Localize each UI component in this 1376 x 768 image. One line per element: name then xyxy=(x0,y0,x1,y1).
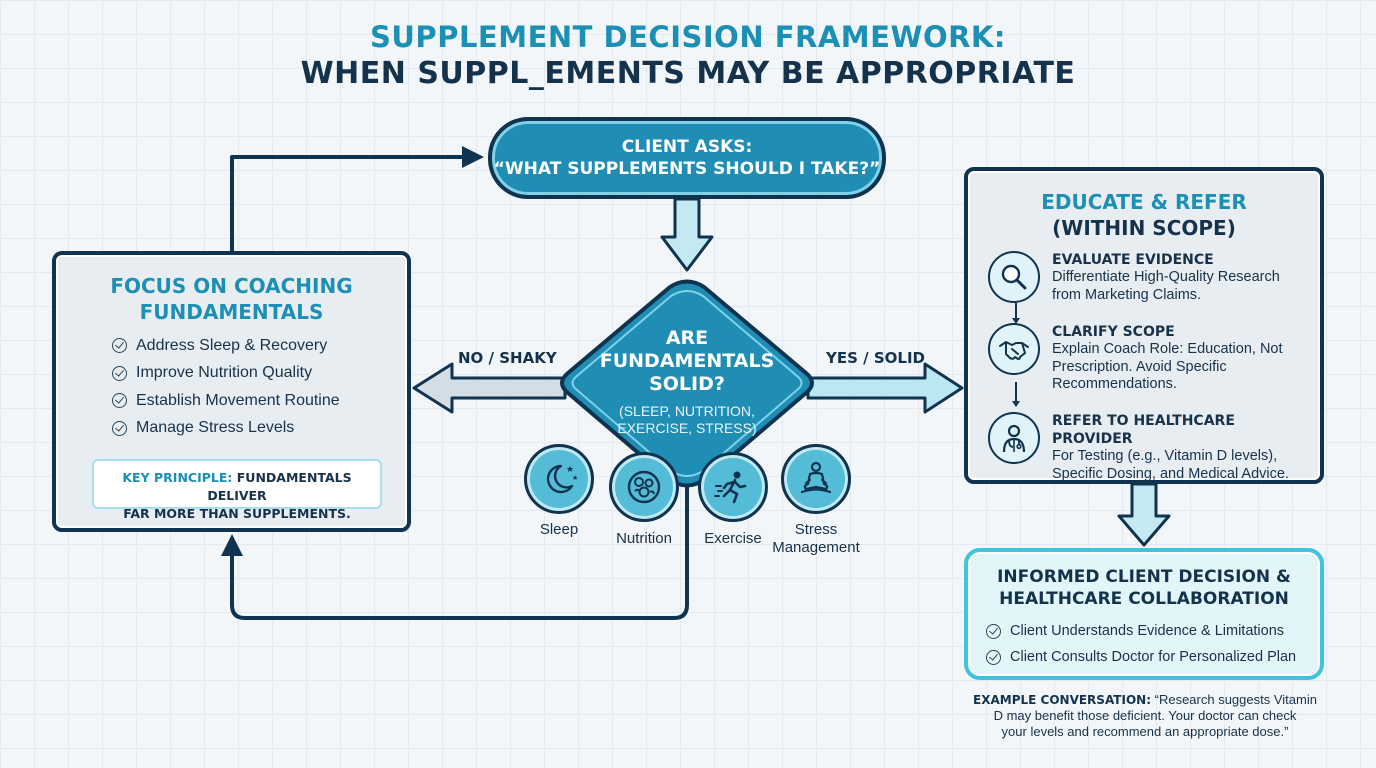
page-subtitle: WHEN SUPPL_EMENTS MAY BE APPROPRIATE xyxy=(300,56,1076,91)
check-circle-icon xyxy=(112,338,127,354)
checklist-item: Establish Movement Routine xyxy=(112,387,340,415)
moon-stars-icon: ★ ★ xyxy=(524,444,594,514)
key-principle-line2: FAR MORE THAN SUPPLEMENTS. xyxy=(123,506,351,521)
coaching-title-line1: FOCUS ON COACHING xyxy=(110,274,353,298)
fundamental-label-stress: Stress Management xyxy=(772,521,860,556)
checklist-item: Client Understands Evidence & Limitation… xyxy=(986,618,1296,644)
step-body-line: Explain Coach Role: Education, Not xyxy=(1052,341,1283,357)
outcome-title: INFORMED CLIENT DECISION & HEALTHCARE CO… xyxy=(968,566,1320,610)
step-refer-provider: REFER TO HEALTHCARE PROVIDER For Testing… xyxy=(988,412,1318,483)
page-title: SUPPLEMENT DECISION FRAMEWORK: xyxy=(370,20,1006,54)
educate-title-line2: (WITHIN SCOPE) xyxy=(1052,216,1236,240)
example-line1: “Research suggests Vitamin xyxy=(1154,692,1317,707)
decision-node-text: ARE FUNDAMENTALS SOLID? (SLEEP, NUTRITIO… xyxy=(580,327,794,437)
step-heading: CLARIFY SCOPE xyxy=(1052,324,1175,340)
handshake-icon xyxy=(988,323,1040,375)
meditation-icon xyxy=(781,444,851,514)
outcome-checklist: Client Understands Evidence & Limitation… xyxy=(986,618,1296,670)
check-circle-icon xyxy=(986,649,1001,665)
example-line3: your levels and recommend an appropriate… xyxy=(1001,724,1289,739)
step-heading: REFER TO HEALTHCARE PROVIDER xyxy=(1052,413,1235,447)
arrow-no-shaky xyxy=(412,362,567,414)
check-circle-icon xyxy=(986,623,1001,639)
loop-arrowhead-bottom xyxy=(221,534,243,556)
loop-arrowhead-top xyxy=(462,146,484,168)
arrow-start-to-decision xyxy=(660,197,714,272)
svg-text:★: ★ xyxy=(572,474,578,482)
example-lead: EXAMPLE CONVERSATION: xyxy=(973,693,1151,707)
check-circle-icon xyxy=(112,365,127,381)
step-body-line: Recommendations. xyxy=(1052,376,1177,392)
educate-title-line1: EDUCATE & REFER xyxy=(1041,190,1247,214)
educate-panel-title: EDUCATE & REFER (WITHIN SCOPE) xyxy=(968,189,1320,241)
arrow-educate-to-outcome xyxy=(1117,482,1171,547)
checklist-item-text: Client Consults Doctor for Personalized … xyxy=(1010,649,1297,665)
coaching-panel-title: FOCUS ON COACHING FUNDAMENTALS xyxy=(56,273,407,325)
decision-detail: (SLEEP, NUTRITION, EXERCISE, STRESS) xyxy=(617,403,757,436)
example-conversation: EXAMPLE CONVERSATION: “Research suggests… xyxy=(962,692,1328,740)
example-line2: D may benefit those deficient. Your doct… xyxy=(993,708,1297,723)
checklist-item: Manage Stress Levels xyxy=(112,415,340,443)
magnifier-icon xyxy=(988,251,1040,303)
branch-label-no: NO / SHAKY xyxy=(458,349,557,367)
checklist-item-text: Client Understands Evidence & Limitation… xyxy=(1010,623,1285,639)
step-text: REFER TO HEALTHCARE PROVIDER For Testing… xyxy=(1052,412,1318,483)
checklist-item-text: Establish Movement Routine xyxy=(136,391,340,409)
step-text: CLARIFY SCOPE Explain Coach Role: Educat… xyxy=(1052,323,1283,394)
step-body-line: Differentiate High-Quality Research xyxy=(1052,269,1280,285)
check-circle-icon xyxy=(112,420,127,436)
step-body-line: Specific Dosing, and Medical Advice. xyxy=(1052,465,1289,482)
key-principle-callout: KEY PRINCIPLE: FUNDAMENTALS DELIVER FAR … xyxy=(92,459,382,521)
step-body-line: For Testing (e.g., Vitamin D levels), xyxy=(1052,448,1278,464)
fundamental-label-exercise: Exercise xyxy=(704,530,762,547)
step-clarify-scope: CLARIFY SCOPE Explain Coach Role: Educat… xyxy=(988,323,1318,394)
food-bowl-icon xyxy=(609,452,679,522)
check-circle-icon xyxy=(112,393,127,409)
branch-label-yes: YES / SOLID xyxy=(826,349,925,367)
start-node-line1: CLIENT ASKS: xyxy=(621,137,753,157)
svg-text:★: ★ xyxy=(566,465,574,475)
decision-question: ARE FUNDAMENTALS SOLID? xyxy=(599,327,775,395)
step-evaluate-evidence: EVALUATE EVIDENCE Differentiate High-Qua… xyxy=(988,251,1318,304)
checklist-item-text: Manage Stress Levels xyxy=(136,419,295,437)
step-body-line: from Marketing Claims. xyxy=(1052,286,1202,303)
arrow-yes-solid xyxy=(806,362,964,414)
checklist-item: Improve Nutrition Quality xyxy=(112,360,340,388)
start-node-client-asks: CLIENT ASKS: “WHAT SUPPLEMENTS SHOULD I … xyxy=(488,117,886,199)
running-person-icon xyxy=(698,452,768,522)
coaching-fundamentals-panel: FOCUS ON COACHING FUNDAMENTALS Address S… xyxy=(52,251,411,532)
key-principle-lead: KEY PRINCIPLE: xyxy=(122,470,233,485)
loop-connector-top xyxy=(230,155,462,251)
outcome-title-line2: HEALTHCARE COLLABORATION xyxy=(999,589,1289,609)
educate-refer-panel: EDUCATE & REFER (WITHIN SCOPE) EVALUATE … xyxy=(964,167,1324,484)
doctor-icon xyxy=(988,412,1040,464)
step-text: EVALUATE EVIDENCE Differentiate High-Qua… xyxy=(1052,251,1280,304)
outcome-title-line1: INFORMED CLIENT DECISION & xyxy=(997,567,1291,587)
checklist-item: Address Sleep & Recovery xyxy=(112,332,340,360)
checklist-item-text: Improve Nutrition Quality xyxy=(136,364,313,382)
fundamental-label-nutrition: Nutrition xyxy=(616,530,672,547)
informed-decision-outcome: INFORMED CLIENT DECISION & HEALTHCARE CO… xyxy=(964,548,1324,680)
fundamental-label-sleep: Sleep xyxy=(539,521,579,538)
step-connectors xyxy=(1012,303,1020,407)
step-heading: EVALUATE EVIDENCE xyxy=(1052,252,1214,268)
checklist-item-text: Address Sleep & Recovery xyxy=(136,336,328,354)
step-body-line: Prescription. Avoid Specific xyxy=(1052,358,1227,375)
checklist-item: Client Consults Doctor for Personalized … xyxy=(986,644,1296,670)
start-node-line2: “WHAT SUPPLEMENTS SHOULD I TAKE?” xyxy=(493,159,881,179)
key-principle-text: FUNDAMENTALS DELIVER xyxy=(207,470,352,503)
coaching-title-line2: FUNDAMENTALS xyxy=(139,300,324,324)
coaching-checklist: Address Sleep & Recovery Improve Nutriti… xyxy=(112,332,340,442)
loop-connector-bottom xyxy=(230,455,689,620)
